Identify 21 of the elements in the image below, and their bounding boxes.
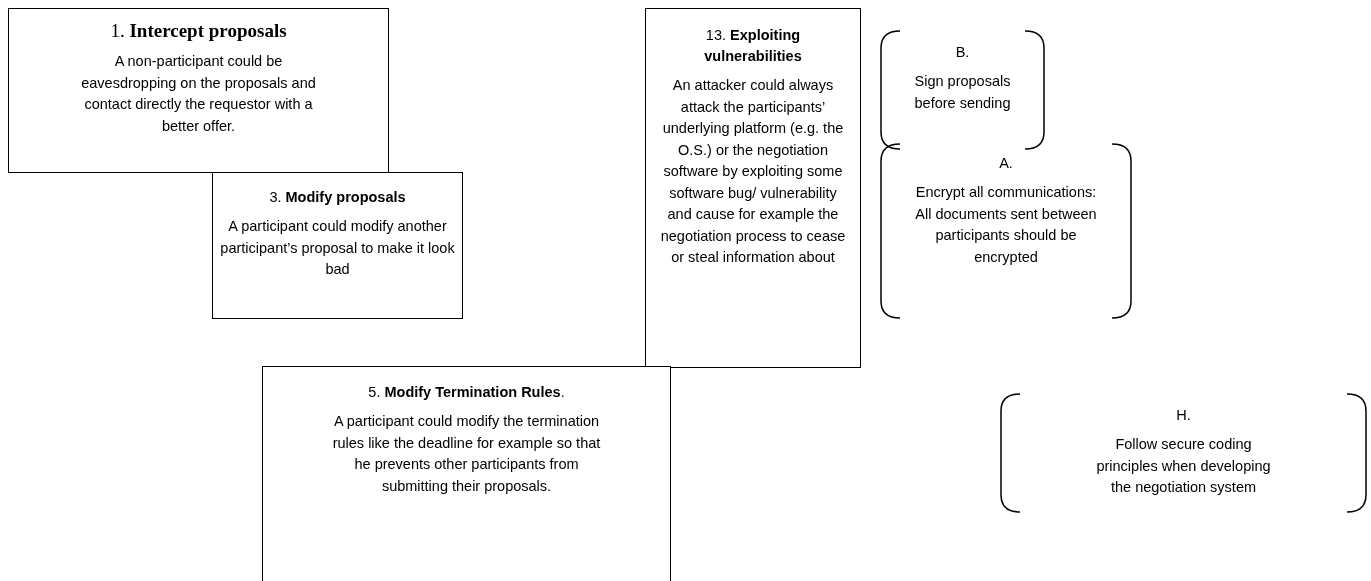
threat-card xyxy=(212,172,463,319)
card-text: A participant could modify another participant’s proposal to make it look bad xyxy=(219,217,456,279)
card-text: Follow secure coding principles when developing the negotiation system xyxy=(1095,435,1272,497)
card-text: An attacker could always attack the participants’ underlying platform (e.g. the O.S.) or the negotiation software by exploiting some software bug/ vulnerability and cause for example the negotiation process to cease or steal information about xyxy=(660,76,846,267)
card-heading: B. xyxy=(954,43,971,62)
card-heading: A. xyxy=(998,154,1014,173)
threat-card xyxy=(8,8,389,173)
card-heading: 5. Modify Termination Rules. xyxy=(367,383,566,402)
card-heading: 13. Exploiting vulnerabilities xyxy=(703,26,803,66)
threat-card xyxy=(645,8,861,368)
card-text: Encrypt all communications: All documents sent between participants should be encrypted xyxy=(914,183,1098,267)
card-text: A non-participant could be eavesdropping on the proposals and contact directly the requestor with a better offer. xyxy=(80,52,317,136)
card-text: Sign proposals before sending xyxy=(913,72,1012,113)
threat-card xyxy=(262,366,671,581)
bracket-card xyxy=(880,143,1132,319)
card-heading: 3. Modify proposals xyxy=(268,188,407,207)
bracket-card xyxy=(1000,393,1367,513)
card-text: A participant could modify the termination rules like the deadline for example so that he prevents other participants from submitting their proposals. xyxy=(331,412,602,496)
bracket-card xyxy=(880,30,1045,150)
card-heading: 1. Intercept proposals xyxy=(109,19,288,43)
card-heading: H. xyxy=(1175,406,1192,425)
